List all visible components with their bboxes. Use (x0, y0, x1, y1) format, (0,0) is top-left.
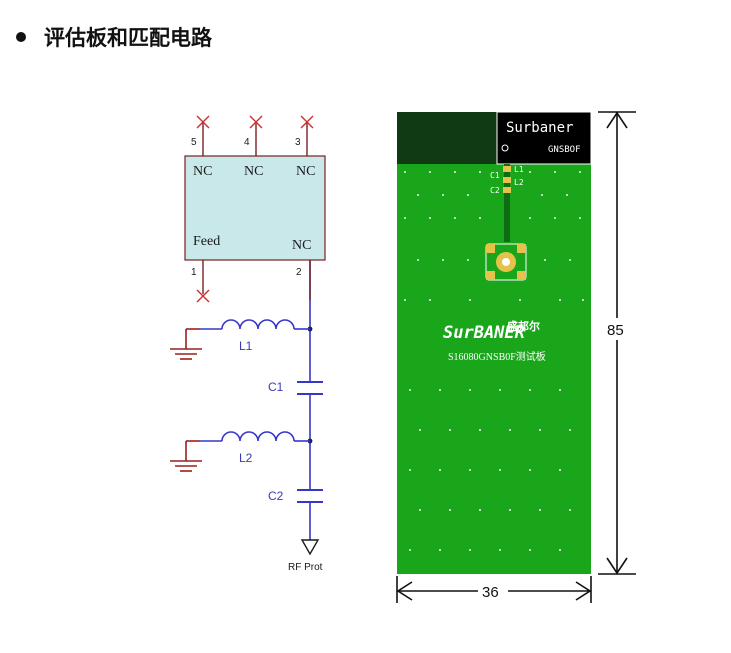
antenna-module-footprint (496, 111, 592, 165)
no-connect-icon (196, 289, 210, 303)
capacitor-c1 (297, 381, 323, 395)
dimension-width-label: 36 (482, 584, 499, 601)
label-c2: C2 (268, 489, 284, 503)
pin-number-1: 1 (191, 267, 197, 278)
nc-label-pin2: NC (292, 238, 311, 253)
silk-model: GNSBOF (548, 145, 581, 155)
label-l2: L2 (239, 451, 253, 465)
logo-cn: 盛邦尔 (507, 319, 540, 333)
pad (503, 177, 511, 183)
board-label: S16080GNSB0F测试板 (448, 350, 546, 363)
pcb-board: Surbaner GNSBOF L1 C1 L2 C2 SurBANER 盛邦尔… (397, 111, 592, 574)
rf-port-label: RF Prot (288, 562, 323, 573)
pin-number-3: 3 (295, 137, 301, 148)
silk-l2: L2 (514, 178, 524, 187)
sma-connector-footprint (485, 243, 527, 281)
dimension-height-label: 85 (607, 322, 624, 339)
inductor-l1 (200, 319, 310, 330)
dimension-height (598, 111, 636, 575)
inductor-l2 (200, 431, 310, 442)
dimension-label-bg (478, 582, 508, 600)
label-c1: C1 (268, 380, 284, 394)
pad (503, 187, 511, 193)
silk-c2: C2 (490, 186, 500, 195)
antenna-module-body (184, 155, 326, 261)
via-pattern (404, 171, 584, 551)
dimension-label-bg (603, 318, 633, 340)
nc-label-pin4: NC (244, 164, 263, 179)
silk-l1: L1 (514, 165, 524, 174)
pin-number-2: 2 (296, 267, 302, 278)
ground-icon (170, 328, 202, 360)
pad (503, 166, 511, 172)
ground-icon (170, 440, 202, 472)
pcb-ground-plane (397, 112, 591, 574)
logo-en: SurBANER (443, 323, 525, 343)
capacitor-c2 (297, 489, 323, 503)
label-l1: L1 (239, 339, 253, 353)
pin-number-4: 4 (244, 137, 250, 148)
feed-trace (504, 164, 510, 242)
no-connect-icon (196, 115, 314, 129)
feed-label: Feed (193, 234, 220, 249)
pin-number-5: 5 (191, 137, 197, 148)
heading-text: 评估板和匹配电路 (44, 26, 212, 50)
section-heading: 评估板和匹配电路 (10, 22, 212, 52)
silk-c1: C1 (490, 171, 500, 180)
silk-brand: Surbaner (506, 120, 573, 136)
pin1-marker-icon (501, 144, 509, 152)
top-pins (202, 122, 308, 156)
bullet-icon (16, 32, 26, 42)
rf-port-icon (300, 539, 320, 556)
nc-label-pin3: NC (296, 164, 315, 179)
schematic: 5 4 3 NC NC NC Feed NC 1 2 L1 (170, 115, 326, 573)
nc-label-pin5: NC (193, 164, 212, 179)
